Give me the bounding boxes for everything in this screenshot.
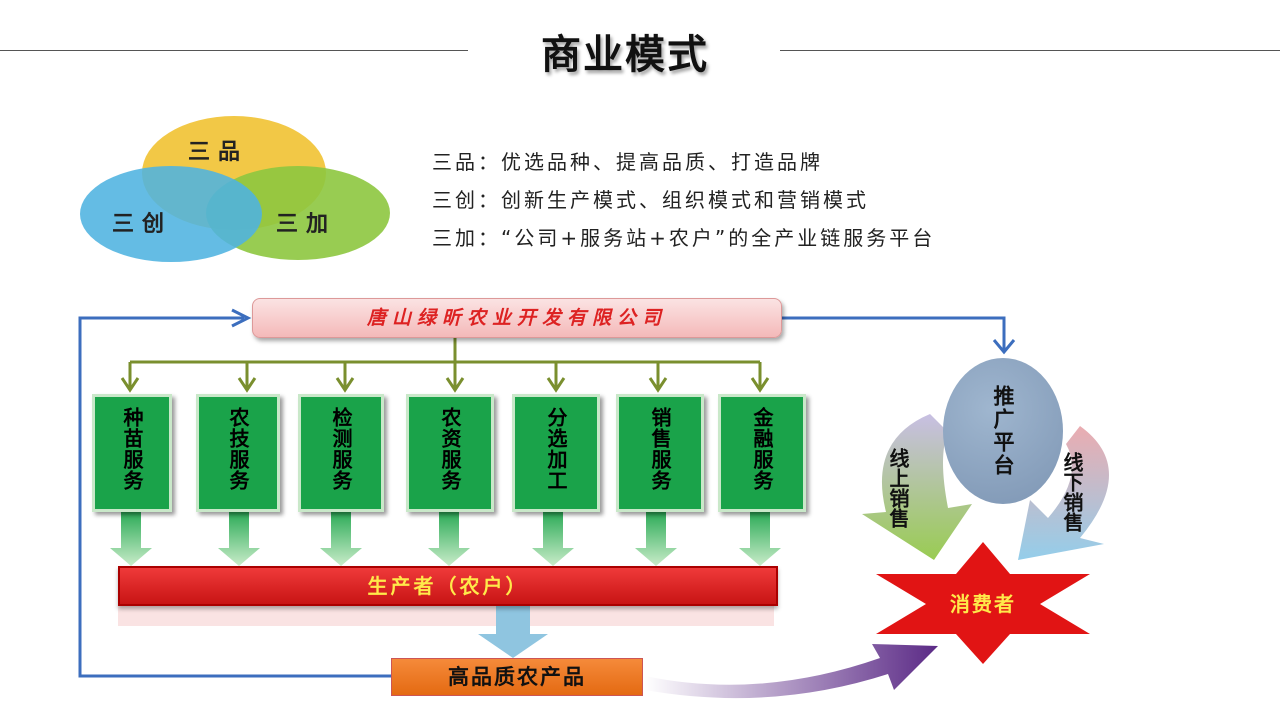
producer-bar: 生产者（农户） <box>118 566 778 606</box>
service-sorting-processing: 分选加工 <box>512 394 600 512</box>
company-box: 唐山绿昕农业开发有限公司 <box>252 298 782 338</box>
description-three-products: 三品：优选品种、提高品质、打造品牌 <box>432 150 823 174</box>
online-sales-label: 线上销售 <box>886 448 910 528</box>
title-rule-left <box>0 50 468 51</box>
product-to-consumer-arrow <box>645 644 938 699</box>
service-agri-tech: 农技服务 <box>196 394 280 512</box>
description-three-additions: 三加：“公司+服务站+农户”的全产业链服务平台 <box>432 226 936 250</box>
promotion-platform: 推广平台 <box>943 358 1063 504</box>
venn-label-left: 三创 <box>112 211 173 237</box>
service-finance: 金融服务 <box>718 394 806 512</box>
consumer-label: 消费者 <box>950 592 1016 616</box>
service-seedling: 种苗服务 <box>92 394 172 512</box>
description-three-innovations: 三创：创新生产模式、组织模式和营销模式 <box>432 188 869 212</box>
service-sales: 销售服务 <box>616 394 704 512</box>
service-testing: 检测服务 <box>298 394 384 512</box>
distribution-tree <box>120 336 770 393</box>
producer-reflection <box>118 604 774 626</box>
service-down-arrows <box>110 506 781 566</box>
venn-circle-left <box>80 166 262 262</box>
title-rule-right <box>780 50 1280 51</box>
venn-label-top: 三品 <box>188 139 249 165</box>
producer-to-product-arrow <box>478 604 548 658</box>
service-agri-supplies: 农资服务 <box>406 394 494 512</box>
offline-sales-label: 线下销售 <box>1060 452 1084 532</box>
product-box: 高品质农产品 <box>391 658 643 696</box>
page-title: 商业模式 <box>541 32 709 78</box>
company-to-promotion-arrow <box>780 316 1016 355</box>
venn-label-right: 三加 <box>276 211 337 237</box>
